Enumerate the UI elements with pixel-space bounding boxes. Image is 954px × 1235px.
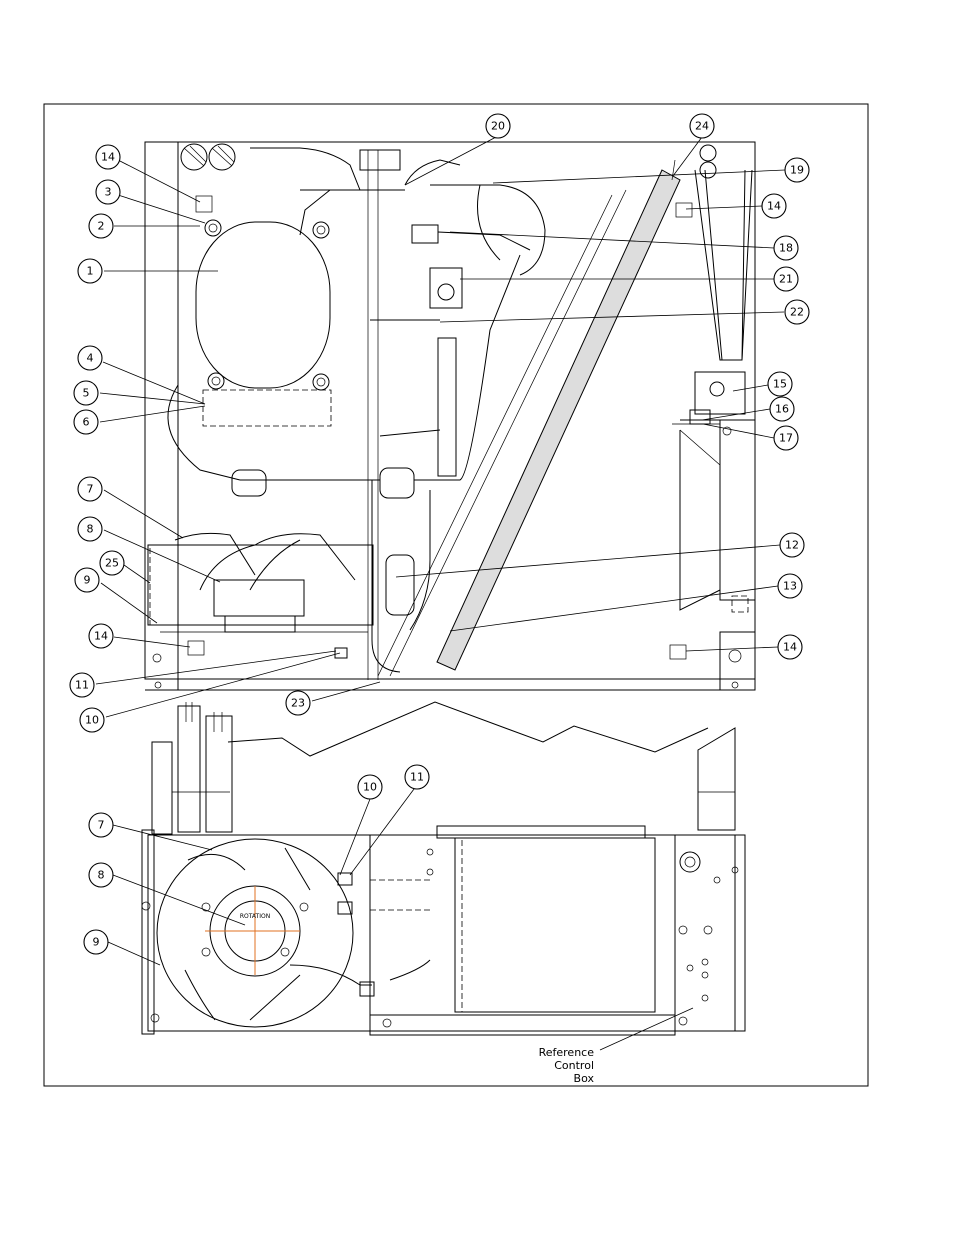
svg-text:16: 16 [775,403,789,416]
callout-5: 5 [73,380,99,406]
svg-text:2: 2 [98,220,105,233]
svg-text:8: 8 [98,869,105,882]
callout-10-b: 10 [357,774,383,800]
callout-12: 12 [779,532,805,558]
diagram-frame [43,103,869,1087]
svg-text:8: 8 [87,523,94,536]
callout-14-b: 14 [88,623,114,649]
callout-14-c: 14 [761,193,787,219]
callout-11-b: 11 [404,764,430,790]
callout-9-a: 9 [74,567,100,593]
upper-view [144,141,756,691]
callout-3: 3 [95,179,121,205]
callout-11-a: 11 [69,672,95,698]
svg-text:14: 14 [783,641,797,654]
callout-21: 21 [773,266,799,292]
callout-6: 6 [73,409,99,435]
svg-text:3: 3 [105,186,112,199]
callout-7-a: 7 [77,476,103,502]
callout-23: 23 [285,690,311,716]
svg-text:25: 25 [105,557,119,570]
callout-15: 15 [767,371,793,397]
svg-text:17: 17 [779,432,793,445]
svg-text:18: 18 [779,242,793,255]
svg-text:13: 13 [783,580,797,593]
svg-text:14: 14 [767,200,781,213]
svg-text:4: 4 [87,352,94,365]
callout-2: 2 [88,213,114,239]
condenser-coil [436,169,681,671]
svg-text:15: 15 [773,378,787,391]
callout-8-b: 8 [88,862,114,888]
reference-note-line-1: Reference [539,1046,595,1059]
callout-17: 17 [773,425,799,451]
reference-note-line-2: Control [554,1059,594,1072]
svg-text:7: 7 [98,819,105,832]
svg-text:22: 22 [790,306,804,319]
callout-14-a: 14 [95,144,121,170]
svg-text:11: 11 [410,771,424,784]
callout-25: 25 [99,550,125,576]
callout-13: 13 [777,573,803,599]
rotation-label: ROTATION [240,913,270,920]
svg-text:21: 21 [779,273,793,286]
svg-text:5: 5 [83,387,90,400]
leader-lines [95,135,786,1051]
svg-text:12: 12 [785,539,799,552]
callout-8-a: 8 [77,516,103,542]
svg-text:9: 9 [93,936,100,949]
callout-16: 16 [769,396,795,422]
callout-14-d: 14 [777,634,803,660]
svg-text:19: 19 [790,164,804,177]
callout-19: 19 [784,157,810,183]
lower-view: ROTATION [141,702,746,1036]
svg-text:11: 11 [75,679,89,692]
svg-text:1: 1 [87,265,94,278]
svg-text:10: 10 [85,714,99,727]
callout-20: 20 [485,113,511,139]
callout-18: 18 [773,235,799,261]
svg-text:23: 23 [291,697,305,710]
reference-note-line-3: Box [574,1072,595,1085]
svg-text:6: 6 [83,416,90,429]
callout-24: 24 [689,113,715,139]
svg-text:14: 14 [94,630,108,643]
svg-text:9: 9 [84,574,91,587]
callout-9-b: 9 [83,929,109,955]
callout-1: 1 [77,258,103,284]
svg-text:20: 20 [491,120,505,133]
callout-7-b: 7 [88,812,114,838]
svg-text:24: 24 [695,120,709,133]
svg-text:7: 7 [87,483,94,496]
svg-text:14: 14 [101,151,115,164]
callout-22: 22 [784,299,810,325]
callout-10-a: 10 [79,707,105,733]
svg-text:10: 10 [363,781,377,794]
compressor [195,221,331,389]
callout-4: 4 [77,345,103,371]
